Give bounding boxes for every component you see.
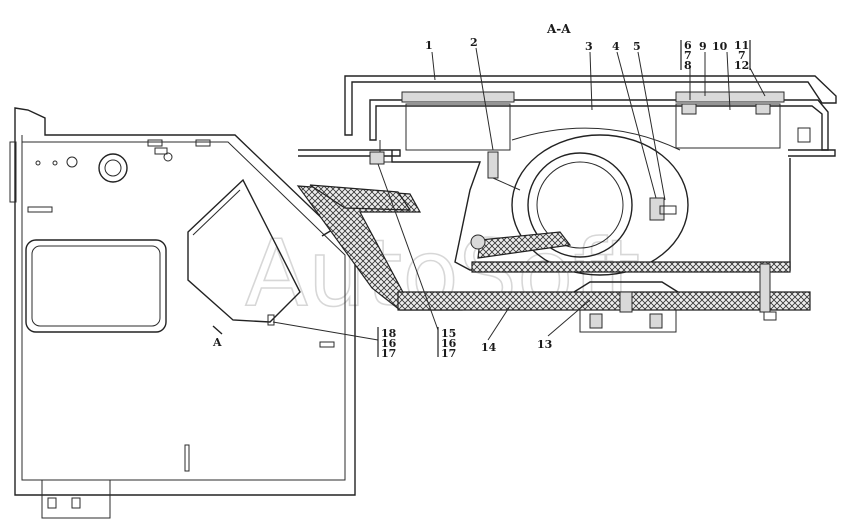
- scroll-top: [511, 127, 681, 151]
- callout-7: 7: [684, 49, 692, 62]
- fastener: [649, 197, 665, 221]
- leader-11: [749, 67, 766, 97]
- callout-17b: 17: [441, 347, 456, 360]
- clip-leader: [492, 177, 521, 191]
- clip: [755, 103, 771, 115]
- drain-hose: [477, 231, 572, 259]
- hose-clamp: [470, 234, 486, 250]
- callout-6: 6: [684, 39, 692, 52]
- callout-5: 5: [633, 40, 641, 53]
- callout-3: 3: [585, 40, 593, 53]
- clip: [681, 103, 697, 115]
- leader-13: [547, 299, 591, 337]
- callout-4: 4: [612, 40, 620, 53]
- drain-valve: [619, 291, 633, 313]
- drain-fitting: [589, 313, 603, 329]
- leader-4: [616, 51, 657, 199]
- leader-15: [377, 163, 439, 331]
- bottom-bracket: [41, 479, 111, 519]
- section-arrow-bottom: [212, 325, 223, 335]
- slot-top-2: [195, 139, 211, 147]
- insulation-wedge: [309, 184, 412, 211]
- section-view: A-A: [296, 22, 837, 341]
- roof-panel-right: [788, 149, 836, 157]
- roof-panel-left: [298, 149, 401, 157]
- large-port: [98, 153, 128, 183]
- drain-fitting: [649, 313, 663, 329]
- leader-18: [272, 321, 379, 341]
- callout-11: 11: [734, 39, 749, 52]
- callout-15: 15: [441, 327, 456, 340]
- insulation-strip: [471, 261, 791, 273]
- housing-top: [369, 99, 829, 151]
- side-panel-flange: [9, 141, 17, 203]
- rivet: [52, 160, 58, 166]
- heater-outline: [187, 178, 301, 323]
- small-port: [66, 156, 78, 168]
- section-mark-bottom: A: [212, 336, 222, 349]
- bolt-nut: [763, 311, 777, 321]
- callout-2: 2: [470, 36, 478, 49]
- callout-16: 16: [381, 337, 397, 350]
- large-port-inner: [104, 159, 122, 177]
- callout-10: 10: [712, 40, 728, 53]
- side-panel-inner-edge: [21, 135, 346, 481]
- leader-3: [589, 51, 593, 111]
- heater-mount: [267, 314, 275, 326]
- bolt-head: [797, 127, 811, 143]
- callout-8: 8: [684, 59, 692, 72]
- top-pad-left: [401, 91, 515, 103]
- fan-wheel-inner: [536, 161, 624, 249]
- callout-14: 14: [481, 341, 497, 354]
- leader-5: [637, 51, 666, 201]
- callout-18: 18: [381, 327, 397, 340]
- panel-opening-inner: [31, 245, 161, 327]
- callout-17: 17: [381, 347, 396, 360]
- bracket-hole: [71, 497, 81, 509]
- callout-1: 1: [425, 39, 433, 52]
- nut: [659, 205, 677, 215]
- drain: [184, 444, 190, 472]
- side-panel-outline: [14, 107, 356, 496]
- evaporator-block: [675, 103, 781, 149]
- tab: [154, 147, 168, 155]
- filter-block: [405, 103, 511, 151]
- rivet: [35, 160, 41, 166]
- bolt: [759, 263, 771, 313]
- fan-wheel: [527, 152, 633, 258]
- section-title: A-A: [546, 22, 571, 36]
- roof-cover: [344, 75, 837, 136]
- callout-16b: 16: [441, 337, 457, 350]
- leader-2: [475, 47, 494, 151]
- callouts: 1 2 3 4 5 9 10 13 14 6 7 8 11 7 12 18 16…: [377, 36, 751, 360]
- heater-edge: [192, 189, 241, 236]
- slot-left: [27, 206, 53, 213]
- leader-14: [487, 305, 511, 341]
- bracket-hole: [47, 497, 57, 509]
- callout-7b: 7: [738, 49, 746, 62]
- callout-13: 13: [537, 338, 552, 351]
- fan-scroll: [511, 134, 689, 276]
- bolt-left: [369, 151, 385, 165]
- callout-12: 12: [734, 59, 749, 72]
- leader-10: [726, 51, 731, 111]
- leader-1: [431, 51, 436, 81]
- drain-cover: [573, 281, 679, 293]
- slot-top: [147, 139, 163, 147]
- clip-part-2: [487, 151, 499, 179]
- panel-opening: [25, 239, 167, 333]
- callout-9: 9: [699, 40, 707, 53]
- side-view: A A: [9, 107, 379, 519]
- insulation-floor: [397, 291, 811, 311]
- slot-right: [319, 341, 335, 348]
- small-port-2: [163, 152, 173, 162]
